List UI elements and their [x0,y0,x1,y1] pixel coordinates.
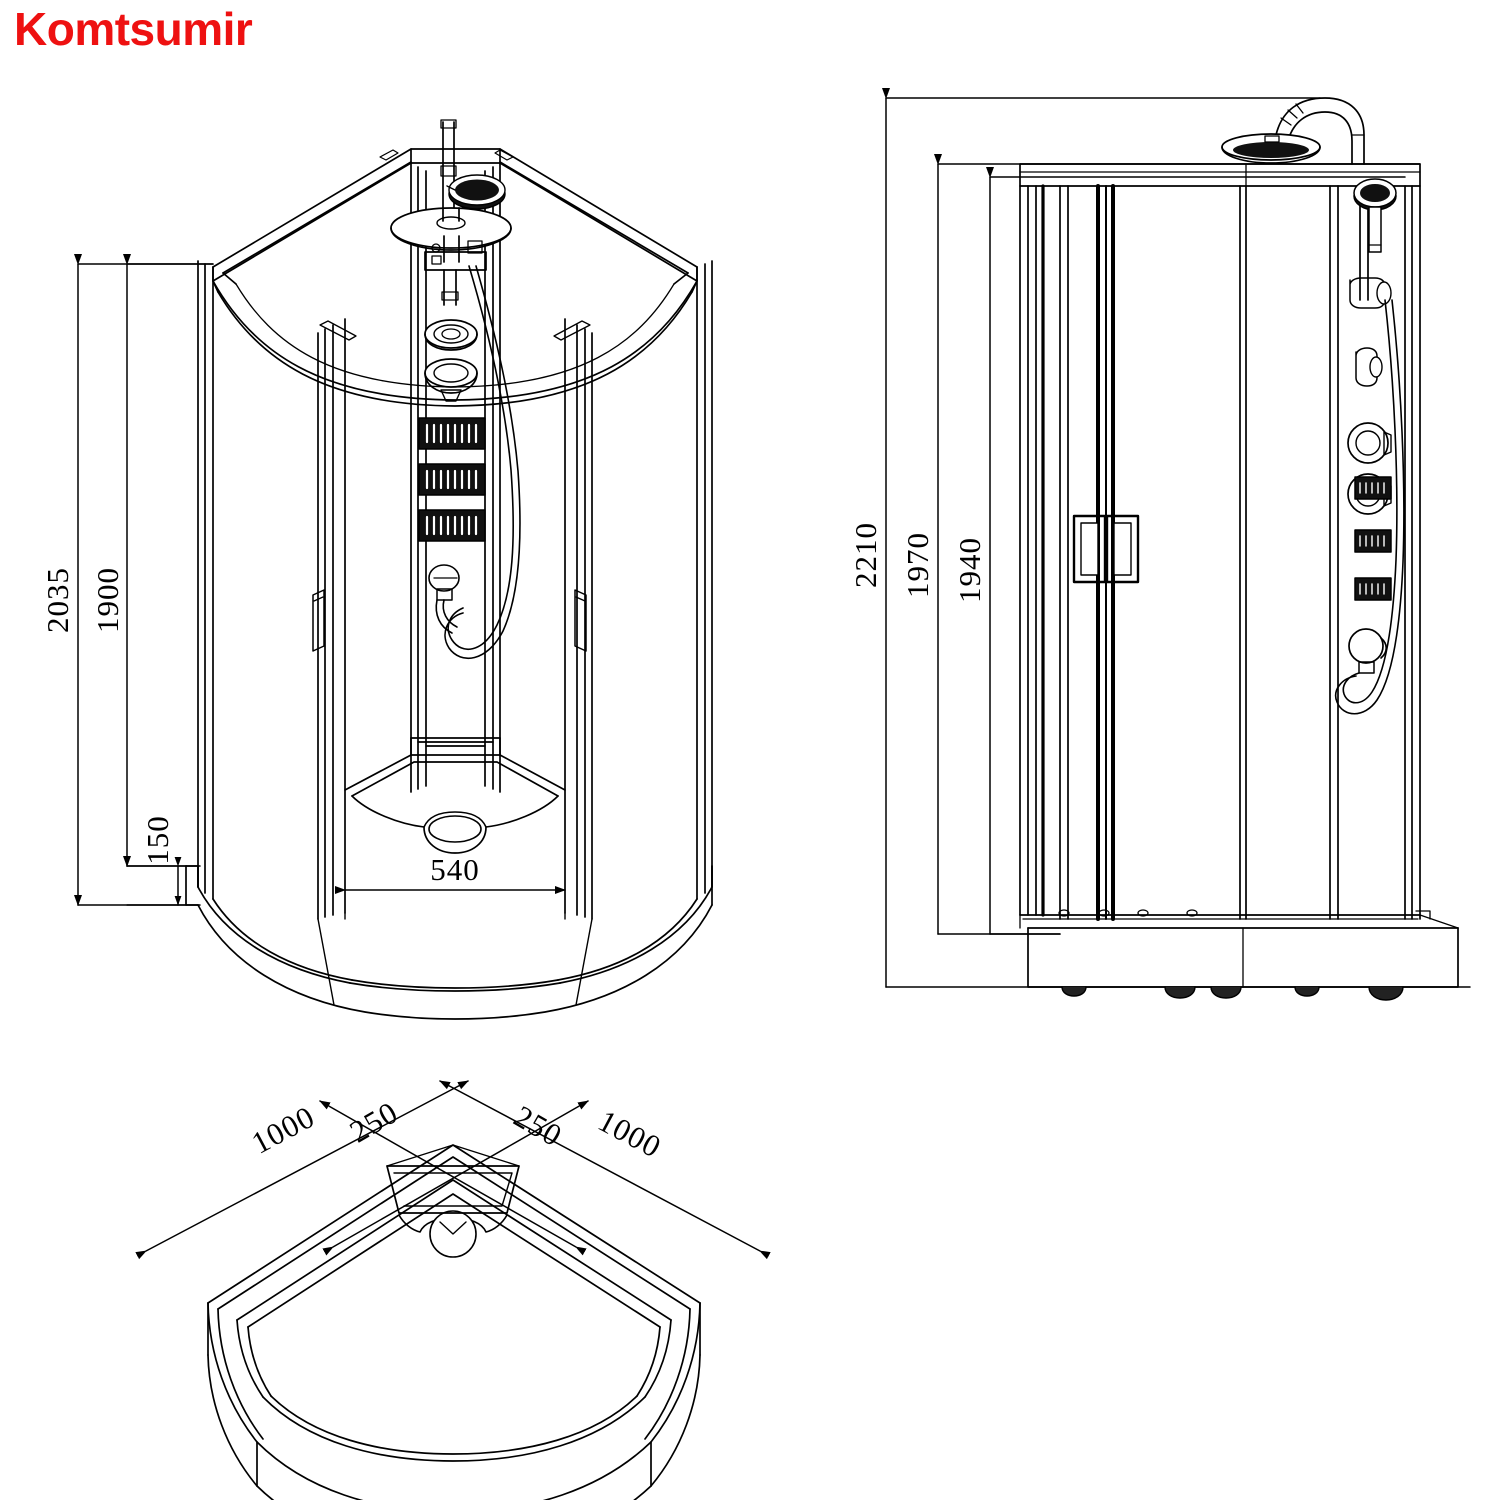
slide-bar-bracket [1349,277,1392,309]
dim-label-2035: 2035 [40,567,75,633]
massage-jet-panels [418,417,486,542]
dimension-cabin-height-1900 [123,254,214,867]
diverter-valve [424,358,478,402]
sliding-door-handle-right [574,589,587,652]
dim-label-150: 150 [140,815,175,865]
hand-shower-holder [428,564,460,601]
sliding-door-handle-left [312,589,325,652]
dimension-labels: 2035 1900 150 540 2210 1970 1940 1000 25… [40,522,987,1165]
brand-logo: Komtsumir [14,3,253,55]
dim-label-1900: 1900 [90,567,125,633]
dimension-tray-height-150 [126,857,201,906]
cabin-glass-and-frame [197,162,713,920]
tray-dimension-lines [135,1080,771,1260]
side-hand-shower-outlet [1348,628,1388,674]
side-base-tray [1019,909,1459,1001]
dim-label-1000-left: 1000 [246,1099,321,1161]
shower-hose [435,265,521,660]
adjustable-feet [1061,986,1404,1001]
dim-label-1000-right: 1000 [593,1103,668,1165]
dimension-frame-height-1970 [934,154,1421,935]
quadrant-tray [207,1144,701,1500]
side-massage-jet-panels [1354,476,1392,601]
side-shower-panel [1335,178,1405,715]
mixer-valve [424,319,478,351]
shower-column [390,119,521,660]
view-side-elevation [882,88,1471,1001]
side-shower-hose [1335,299,1405,715]
rain-shower-head [1221,133,1321,164]
dim-label-540: 540 [430,852,480,887]
hose-outlet [1355,347,1383,387]
dim-label-2210: 2210 [848,522,883,588]
inner-tray [344,737,566,854]
double-door-handle [1072,514,1140,584]
view-isometric-front [74,119,713,1020]
base-tray [185,865,713,1020]
dim-label-1940: 1940 [952,537,987,603]
control-knob-upper [1347,422,1392,464]
view-tray-plan [135,1080,771,1500]
dimension-glass-height-1940 [986,167,1406,935]
dim-label-1970: 1970 [900,532,935,598]
